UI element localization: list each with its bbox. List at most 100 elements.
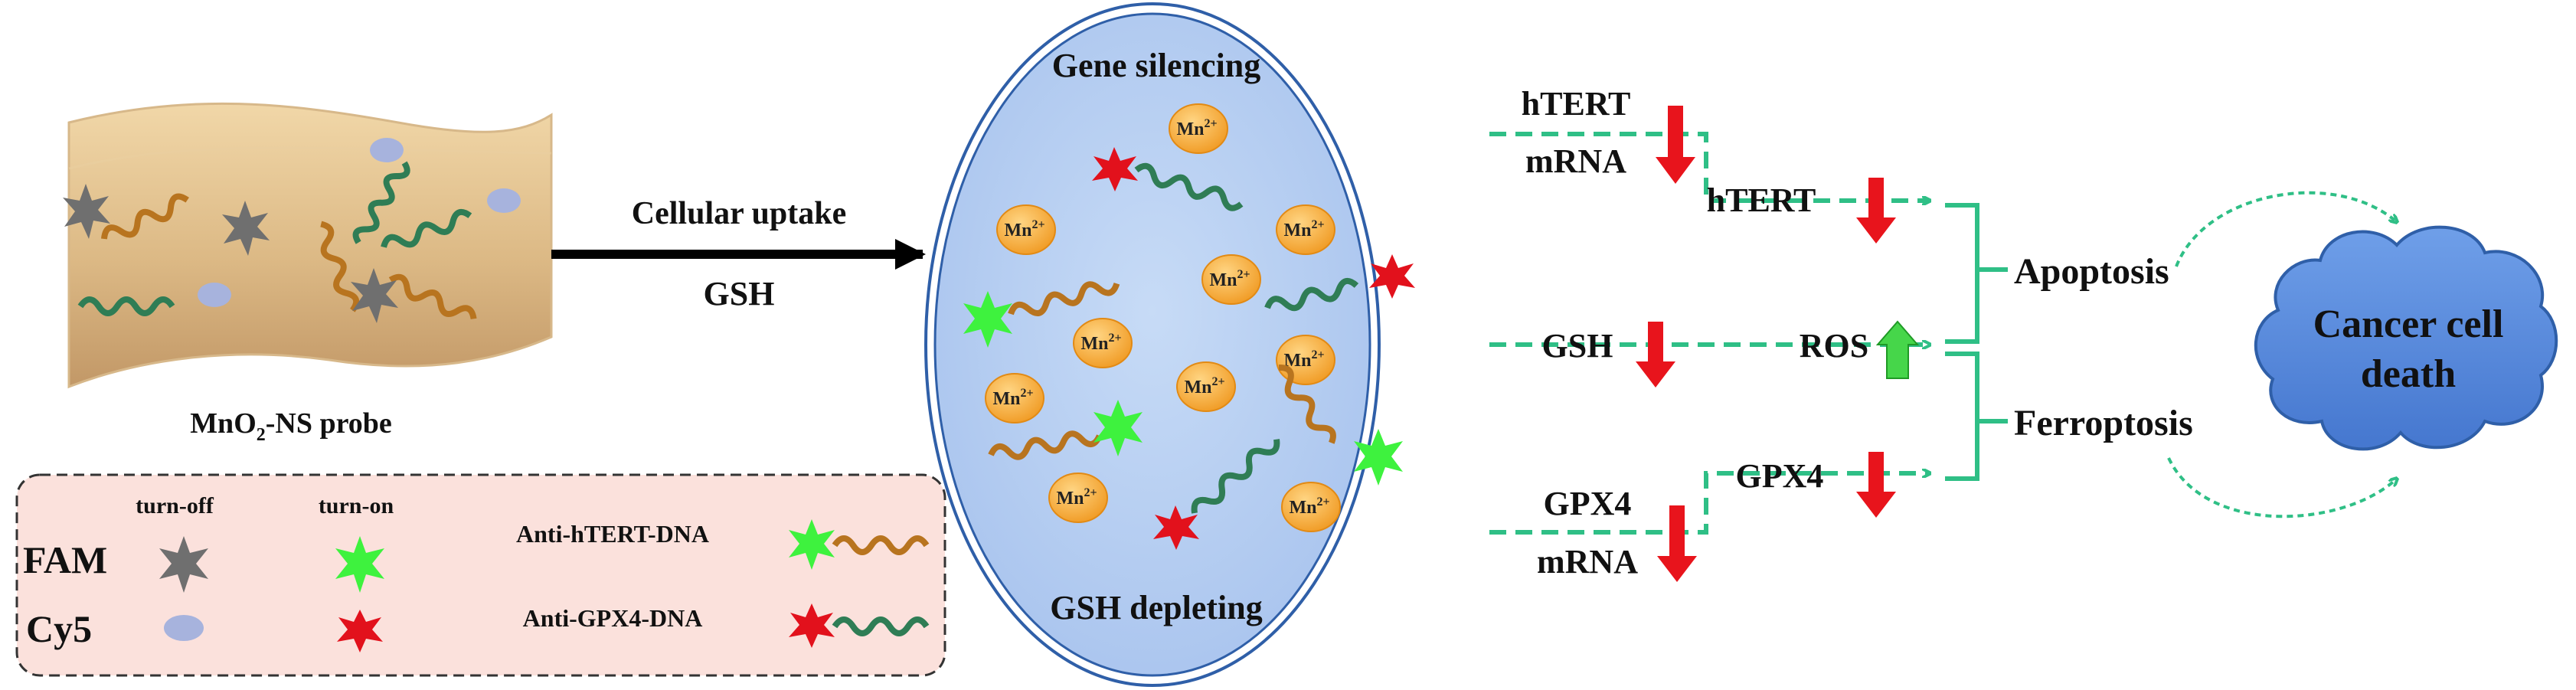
mn-ion-label: Mn2+ [1184, 375, 1224, 397]
cy5-turn-off-dot [164, 615, 204, 641]
brown-dna-strand [988, 430, 1103, 460]
anti-gpx4-green-strand [832, 616, 930, 636]
fam-off-star [351, 268, 398, 323]
green-dna-strand [1191, 439, 1280, 514]
legend-anti-htert-label: Anti-hTERT-DNA [516, 520, 709, 548]
mn-ion-label: Mn2+ [1283, 348, 1324, 371]
cloud-shape [2254, 225, 2558, 451]
nanosheet-surface [67, 102, 553, 389]
mn-ion-bead [1169, 103, 1228, 154]
mn-ion-bead [985, 373, 1044, 423]
mn-ion-bead [1176, 361, 1236, 412]
ros-label: ROS [1800, 327, 1868, 365]
ferroptosis-bracket [1945, 352, 2008, 481]
fam-on-star [1093, 400, 1143, 456]
cy5-on-star [1092, 147, 1138, 191]
htert-protein-label: hTERT [1707, 181, 1816, 219]
fam-off-star [63, 184, 110, 239]
fam-on-star [1354, 429, 1403, 486]
apoptosis-label: Apoptosis [2014, 251, 2169, 292]
mn-ion-bead [1048, 473, 1108, 523]
mn-ion-label: Mn2+ [992, 387, 1033, 409]
htert-mrna-line2: mRNA [1525, 142, 1626, 180]
mn-ion-label: Mn2+ [1080, 332, 1121, 354]
mn-ion: Mn2+ [996, 204, 1056, 255]
cy5-on-star [1153, 505, 1199, 550]
htert-pathway-line [1489, 132, 1930, 201]
gpx4-mrna-down-arrow [1657, 505, 1697, 582]
mn-ion: Mn2+ [1276, 335, 1335, 385]
mn-ion-label: Mn2+ [1004, 218, 1044, 240]
gpx4-pathway-line [1489, 473, 1930, 535]
cancer-cell-death-line1: Cancer cell [2313, 302, 2504, 346]
legend-turn-off-label: turn-off [136, 493, 214, 518]
fam-on-star [963, 291, 1012, 348]
gpx4-mrna-line2: mRNA [1537, 543, 1638, 580]
mn-ion-label: Mn2+ [1289, 495, 1329, 518]
mn-ion-label: Mn2+ [1283, 218, 1324, 240]
brown-dna-strand [320, 221, 360, 312]
anti-htert-brown-strand [832, 535, 930, 555]
cell: Gene silencing GSH depleting Mn2+ Mn2+ Mn2… [924, 2, 1415, 687]
gsh-down-arrow [1636, 322, 1675, 388]
mn-ion: Mn2+ [1176, 361, 1236, 412]
mn-ion-bead [1073, 318, 1133, 368]
mn-ion-bead [1281, 482, 1341, 532]
mn-ion: Mn2+ [1281, 482, 1341, 532]
mn-ion: Mn2+ [985, 373, 1044, 423]
green-dna-strand [77, 296, 175, 316]
mn-ion: Mn2+ [1276, 204, 1335, 255]
mn-ion: Mn2+ [1169, 103, 1228, 154]
gene-silencing-label: Gene silencing [1052, 47, 1261, 84]
mno2-nanosheet-probe: MnO2-NS probe [63, 102, 553, 445]
cy5-turn-on-star [337, 610, 383, 652]
htert-protein-down-arrow [1856, 178, 1896, 244]
fam-off-star [222, 201, 270, 256]
anti-gpx4-red-star [789, 603, 835, 648]
mn-ion: Mn2+ [1073, 318, 1133, 368]
regulation-arrows [1636, 106, 1920, 582]
ferroptosis-label: Ferroptosis [2014, 403, 2193, 443]
cy5-off-dot [487, 188, 521, 213]
cy5-off-dot [198, 283, 231, 307]
legend-cy5-label: Cy5 [26, 607, 92, 650]
cancer-cell-death-line2: death [2361, 352, 2456, 396]
cell-inner-membrane [933, 12, 1371, 677]
gpx4-protein-down-arrow [1856, 452, 1896, 518]
mn-ion: Mn2+ [1201, 254, 1261, 305]
legend-box: turn-off turn-on FAM Cy5 Anti-hTERT-DNA … [15, 473, 946, 677]
mn-ion-label: Mn2+ [1056, 486, 1097, 509]
legend-fam-label: FAM [23, 538, 107, 581]
ros-up-arrow [1875, 320, 1920, 379]
cy5-off-dot [370, 138, 404, 162]
probe-label: MnO2-NS probe [190, 407, 392, 445]
green-dna-strand [1134, 162, 1244, 211]
gsh-depleting-label: GSH depleting [1050, 589, 1263, 626]
fam-turn-off-star [159, 536, 208, 593]
brown-dna-strand [388, 273, 477, 320]
cancer-cell-death-cloud: Cancer cell death [2254, 225, 2558, 451]
htert-mrna-down-arrow [1656, 106, 1695, 184]
uptake-gsh-label: GSH [704, 275, 775, 312]
uptake-label: Cellular uptake [632, 196, 846, 231]
brown-dna-strand [1008, 281, 1120, 316]
apoptosis-bracket [1945, 203, 2008, 344]
legend-turn-on-label: turn-on [319, 493, 394, 518]
mn-ion-bead [1201, 254, 1261, 305]
ferroptosis-to-death-arrow [2167, 457, 2397, 518]
brown-dna-strand [100, 193, 189, 240]
mn-ion-bead [996, 204, 1056, 255]
legend-anti-gpx4-label: Anti-GPX4-DNA [523, 604, 703, 632]
green-dna-strand [381, 208, 472, 248]
cell-outer-membrane [924, 2, 1381, 687]
pathway-labels: hTERT mRNA hTERT GSH ROS GPX4 GPX4 mRNA … [1522, 85, 2193, 580]
mn-ion-label: Mn2+ [1176, 117, 1217, 139]
green-dna-strand [352, 161, 410, 244]
gsh-label: GSH [1542, 327, 1613, 365]
anti-htert-green-star [789, 519, 835, 570]
green-dna-strand [1264, 277, 1359, 312]
cellular-uptake-arrow: Cellular uptake GSH [551, 196, 926, 312]
brown-dna-strand [1278, 365, 1336, 444]
gpx4-mrna-line1: GPX4 [1544, 485, 1632, 522]
